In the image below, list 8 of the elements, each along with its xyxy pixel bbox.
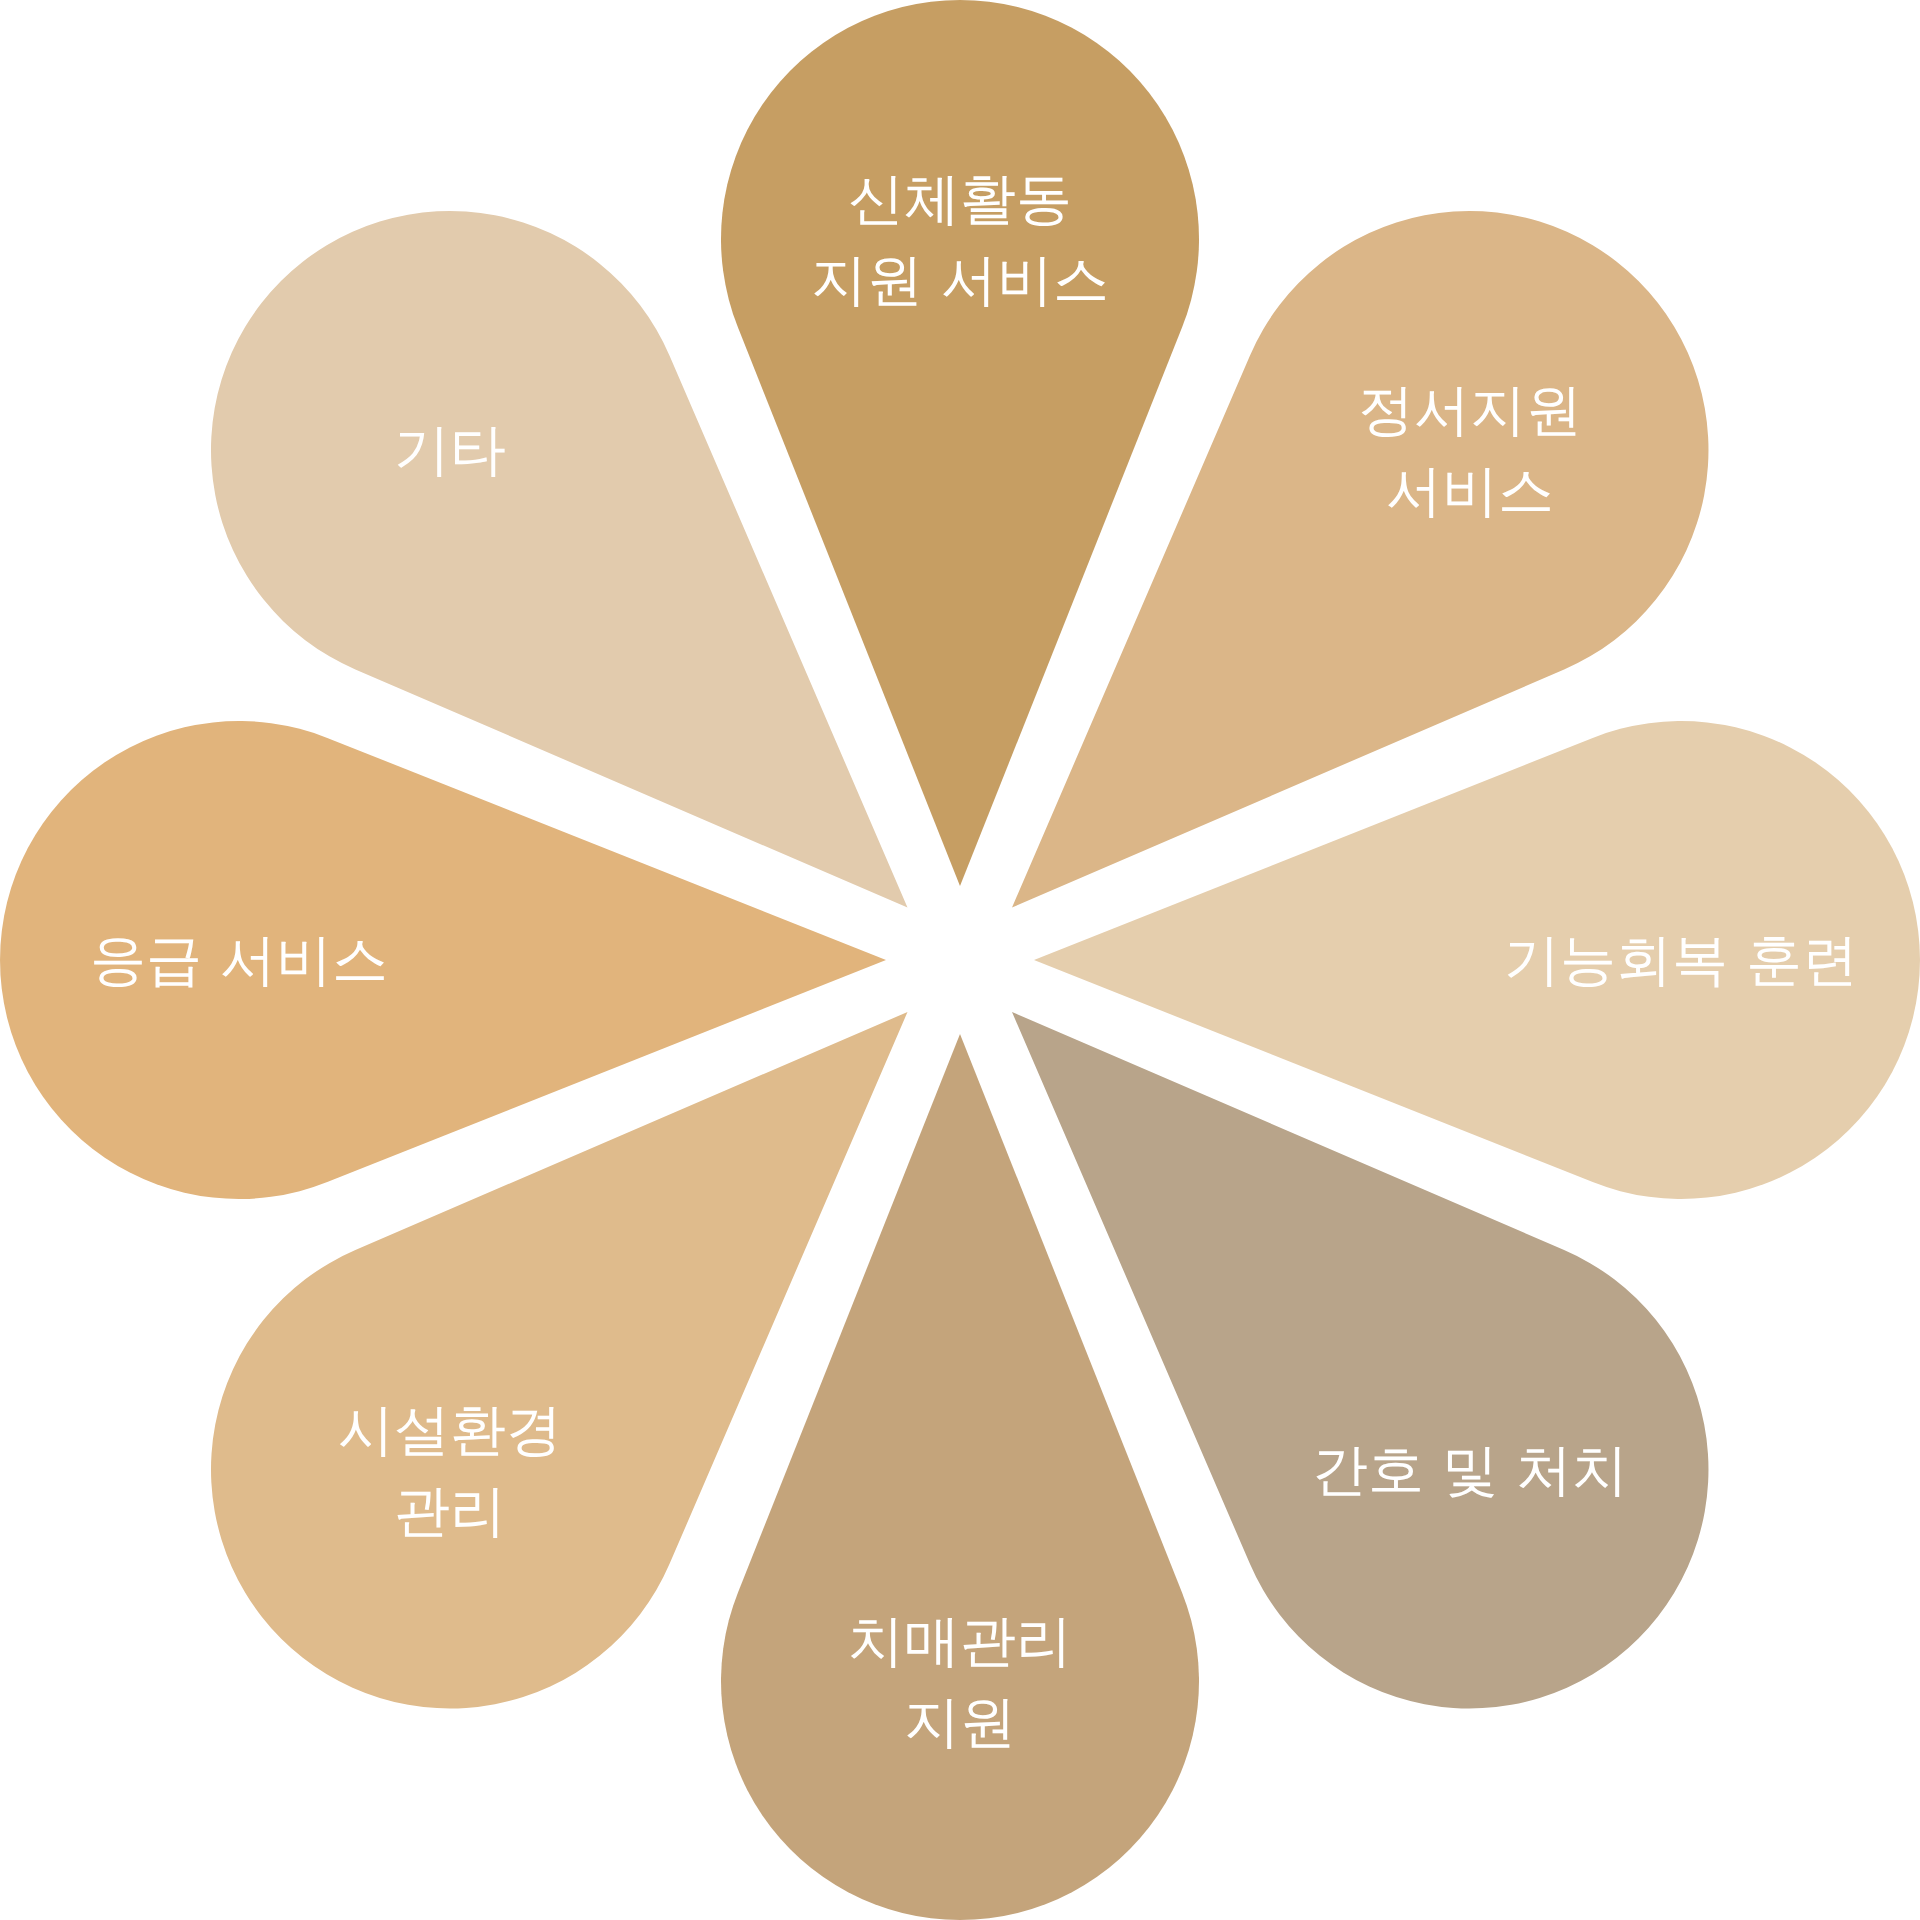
petal-label: 간호 및 처치 — [1311, 1436, 1629, 1505]
petal-label: 기능회복 훈련 — [1503, 926, 1859, 995]
petal-label: 기타 — [393, 416, 508, 485]
petal-label: 치매관리 지원 — [847, 1606, 1073, 1756]
petal-label: 신체활동 지원 서비스 — [810, 164, 1110, 314]
petal-label: 정서지원 서비스 — [1356, 376, 1583, 526]
petal-label: 시설환경 관리 — [337, 1395, 564, 1545]
petal-label: 응급 서비스 — [89, 926, 389, 995]
